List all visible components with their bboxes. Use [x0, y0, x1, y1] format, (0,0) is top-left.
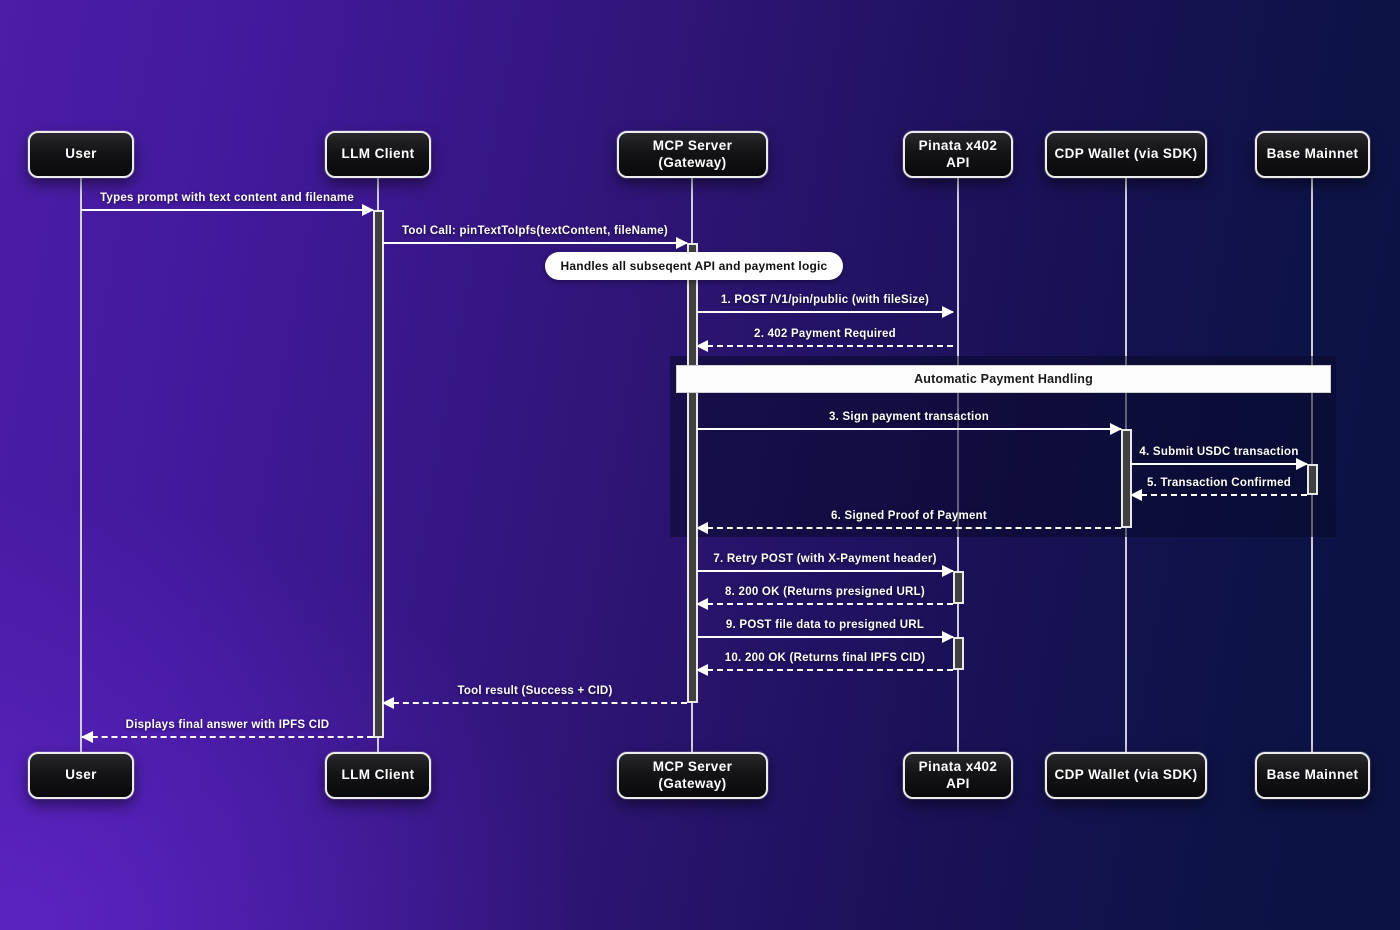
actor-base-mainnet-bottom: Base Mainnet [1255, 752, 1370, 799]
arrowhead-right-icon [676, 237, 688, 249]
arrowhead-left-icon [81, 731, 93, 743]
arrowhead-left-icon [696, 598, 708, 610]
message-label: 10. 200 OK (Returns final IPFS CID) [724, 652, 926, 664]
message-402-payment-required: 2. 402 Payment Required [696, 326, 953, 352]
message-sign-payment: 3. Sign payment transaction [697, 409, 1122, 435]
message-retry-post: 7. Retry POST (with X-Payment header) [697, 551, 954, 577]
actor-label: MCP Server (Gateway) [652, 758, 733, 791]
activation-llm-client [372, 210, 384, 738]
actor-label: Pinata x402 API [918, 758, 998, 791]
actor-label: LLM Client [341, 767, 415, 783]
message-arrow [1131, 458, 1308, 470]
message-arrow [697, 565, 954, 577]
message-arrow [696, 340, 953, 352]
payment-handling-frame-label: Automatic Payment Handling [914, 372, 1093, 386]
message-arrow [383, 237, 688, 249]
message-label: Tool result (Success + CID) [457, 685, 613, 697]
arrowhead-right-icon [1296, 458, 1308, 470]
message-arrow [696, 598, 953, 610]
arrowhead-right-icon [942, 306, 954, 318]
arrowhead-right-icon [362, 204, 374, 216]
arrowhead-left-icon [382, 697, 394, 709]
actor-mcp-server-top: MCP Server (Gateway) [617, 131, 768, 178]
message-label: 6. Signed Proof of Payment [830, 510, 988, 522]
arrowhead-left-icon [1130, 489, 1142, 501]
arrowhead-left-icon [696, 664, 708, 676]
message-tool-result: Tool result (Success + CID) [382, 683, 687, 709]
note-label: Handles all subseqent API and payment lo… [560, 259, 828, 273]
message-transaction-confirmed: 5. Transaction Confirmed [1130, 475, 1307, 501]
message-arrow [696, 522, 1121, 534]
actor-cdp-wallet-bottom: CDP Wallet (via SDK) [1045, 752, 1207, 799]
message-arrow [697, 423, 1122, 435]
activation-base-mainnet [1306, 464, 1318, 495]
message-200-final-cid: 10. 200 OK (Returns final IPFS CID) [696, 650, 953, 676]
actor-cdp-wallet-top: CDP Wallet (via SDK) [1045, 131, 1207, 178]
arrowhead-right-icon [942, 565, 954, 577]
actor-mcp-server-bottom: MCP Server (Gateway) [617, 752, 768, 799]
arrowhead-right-icon [942, 631, 954, 643]
message-label: Displays final answer with IPFS CID [125, 719, 330, 731]
message-label: Tool Call: pinTextToIpfs(textContent, fi… [401, 225, 669, 237]
actor-base-mainnet-top: Base Mainnet [1255, 131, 1370, 178]
arrowhead-left-icon [696, 522, 708, 534]
actor-llm-client-top: LLM Client [325, 131, 431, 178]
message-arrow [1130, 489, 1307, 501]
actor-label: Base Mainnet [1266, 146, 1359, 162]
message-arrow [696, 664, 953, 676]
message-label: 4. Submit USDC transaction [1139, 446, 1299, 458]
message-types-prompt: Types prompt with text content and filen… [81, 190, 374, 216]
actor-label: MCP Server (Gateway) [652, 137, 733, 170]
message-submit-usdc: 4. Submit USDC transaction [1131, 444, 1308, 470]
activation-mcp-server [686, 243, 698, 703]
message-arrow [81, 731, 373, 743]
message-label: 7. Retry POST (with X-Payment header) [713, 553, 937, 565]
actor-label: User [65, 767, 97, 783]
message-200-presigned-url: 8. 200 OK (Returns presigned URL) [696, 584, 953, 610]
message-post-pin-public: 1. POST /V1/pin/public (with fileSize) [697, 292, 954, 318]
message-arrow [81, 204, 374, 216]
actor-user-bottom: User [28, 752, 134, 799]
message-signed-proof: 6. Signed Proof of Payment [696, 508, 1121, 534]
message-arrow [697, 306, 954, 318]
actor-label: Pinata x402 API [918, 137, 998, 170]
arrowhead-left-icon [696, 340, 708, 352]
message-label: 2. 402 Payment Required [754, 328, 896, 340]
message-arrow [382, 697, 687, 709]
lifeline-user [80, 177, 82, 753]
actor-user-top: User [28, 131, 134, 178]
message-label: 1. POST /V1/pin/public (with fileSize) [720, 294, 930, 306]
message-label: 5. Transaction Confirmed [1146, 477, 1292, 489]
message-post-file-data: 9. POST file data to presigned URL [697, 617, 954, 643]
activation-cdp-wallet [1120, 429, 1132, 528]
message-displays-final-answer: Displays final answer with IPFS CID [81, 717, 373, 743]
message-label: 3. Sign payment transaction [828, 411, 990, 423]
message-tool-call: Tool Call: pinTextToIpfs(textContent, fi… [383, 223, 688, 249]
actor-label: User [65, 146, 97, 162]
actor-label: CDP Wallet (via SDK) [1054, 767, 1198, 783]
note-pill: Handles all subseqent API and payment lo… [545, 252, 843, 280]
message-label: 8. 200 OK (Returns presigned URL) [725, 586, 925, 598]
actor-label: LLM Client [341, 146, 415, 162]
message-label: Types prompt with text content and filen… [100, 192, 354, 204]
actor-pinata-api-top: Pinata x402 API [903, 131, 1013, 178]
actor-label: Base Mainnet [1266, 767, 1359, 783]
arrowhead-right-icon [1110, 423, 1122, 435]
actor-pinata-api-bottom: Pinata x402 API [903, 752, 1013, 799]
message-arrow [697, 631, 954, 643]
payment-handling-frame-title: Automatic Payment Handling [676, 365, 1331, 393]
actor-label: CDP Wallet (via SDK) [1054, 146, 1198, 162]
activation-pinata-api-1 [952, 571, 964, 604]
activation-pinata-api-2 [952, 637, 964, 670]
message-label: 9. POST file data to presigned URL [725, 619, 925, 631]
actor-llm-client-bottom: LLM Client [325, 752, 431, 799]
